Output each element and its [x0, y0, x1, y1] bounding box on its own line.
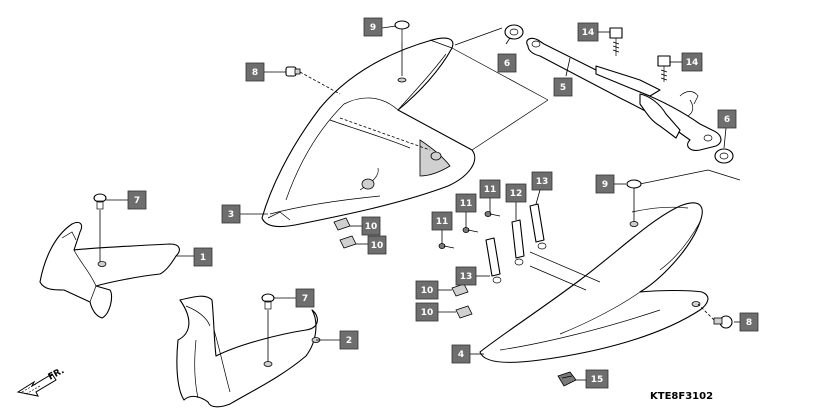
part-4-lower-cowl: [479, 202, 709, 363]
part-8-fastener-left: [285, 66, 341, 95]
svg-text:5: 5: [560, 83, 566, 93]
callout-15: 15: [585, 369, 609, 389]
part-10-clip-d: [455, 305, 473, 319]
svg-text:11: 11: [484, 185, 497, 195]
svg-text:7: 7: [134, 196, 140, 206]
callout-13-b: 13: [455, 266, 477, 286]
callout-11-c: 11: [431, 211, 453, 231]
svg-text:11: 11: [460, 199, 473, 209]
part-3-rear-edge: [451, 27, 549, 151]
part-12-strap: [511, 219, 525, 266]
svg-text:8: 8: [746, 318, 752, 328]
svg-text:14: 14: [582, 28, 595, 38]
part-7-screw-middle: [261, 293, 275, 362]
callout-13-a: 13: [531, 171, 553, 191]
part-14-bolt-b: [657, 55, 671, 82]
leader-lines: [106, 25, 740, 381]
part-11-screw-a: [484, 211, 501, 217]
callout-8-left: 8: [245, 62, 265, 82]
diagram-code: KTE8F3102: [650, 391, 713, 402]
callout-5: 5: [553, 77, 573, 97]
callout-7-middle: 7: [295, 288, 315, 308]
svg-text:10: 10: [371, 241, 384, 251]
svg-text:6: 6: [504, 59, 510, 69]
svg-text:14: 14: [686, 58, 699, 68]
svg-text:3: 3: [228, 210, 234, 220]
callout-4: 4: [451, 344, 471, 364]
part-7-screw-left: [93, 193, 107, 262]
part-15-nut: [557, 371, 577, 387]
part-9-screw-top: [394, 20, 410, 83]
callout-11-a: 11: [479, 179, 501, 199]
part-2-lower-panel: [176, 295, 321, 408]
callout-10-a: 10: [361, 216, 381, 236]
svg-text:4: 4: [458, 350, 464, 360]
callout-10-b: 10: [367, 235, 387, 255]
svg-text:15: 15: [591, 375, 604, 385]
part-1-inner-panel: [39, 221, 180, 319]
svg-text:11: 11: [436, 217, 449, 227]
callout-9-right: 9: [595, 174, 615, 194]
callout-14-a: 14: [577, 22, 599, 42]
callout-10-c: 10: [415, 280, 439, 300]
callout-6-top: 6: [497, 53, 517, 73]
svg-text:6: 6: [724, 115, 730, 125]
svg-text:8: 8: [252, 68, 258, 78]
callout-10-d: 10: [415, 302, 439, 322]
svg-text:7: 7: [302, 294, 308, 304]
part-9-screw-right: [626, 179, 642, 222]
svg-text:1: 1: [200, 253, 206, 263]
svg-text:9: 9: [602, 180, 608, 190]
part-10-clip-c: [451, 283, 469, 297]
callout-9-top: 9: [363, 17, 383, 37]
callout-6-right: 6: [717, 109, 737, 129]
part-5-stay-bracket: [526, 37, 722, 151]
part-11-screw-c: [438, 243, 455, 249]
part-10-clip-a: [333, 217, 351, 231]
callout-11-b: 11: [455, 193, 477, 213]
part-10-clip-b: [339, 235, 357, 249]
callout-3: 3: [221, 204, 241, 224]
callout-1: 1: [193, 247, 213, 267]
part-3-upper-cowl: [261, 37, 476, 228]
callout-2: 2: [339, 330, 359, 350]
part-6-grommet-right: [714, 148, 734, 164]
part-11-screw-b: [462, 227, 479, 233]
svg-text:12: 12: [510, 189, 523, 199]
part-8-fastener-right: [697, 303, 733, 329]
svg-text:9: 9: [370, 23, 376, 33]
part-4-rear-edges: [529, 169, 741, 291]
callout-8-right: 8: [739, 312, 759, 332]
callout-14-b: 14: [681, 52, 703, 72]
front-direction-arrow-icon: FR.: [16, 366, 66, 397]
svg-text:13: 13: [460, 272, 473, 282]
callout-12: 12: [505, 183, 527, 203]
svg-text:10: 10: [421, 286, 434, 296]
svg-text:2: 2: [346, 336, 352, 346]
part-13-strap-a: [529, 203, 547, 250]
callout-7-left: 7: [127, 190, 147, 210]
svg-text:10: 10: [365, 222, 378, 232]
part-6-grommet-top: [504, 24, 524, 40]
part-14-bolt-a: [609, 27, 623, 56]
svg-text:10: 10: [421, 308, 434, 318]
part-13-strap-b: [485, 237, 502, 284]
svg-text:13: 13: [536, 177, 549, 187]
